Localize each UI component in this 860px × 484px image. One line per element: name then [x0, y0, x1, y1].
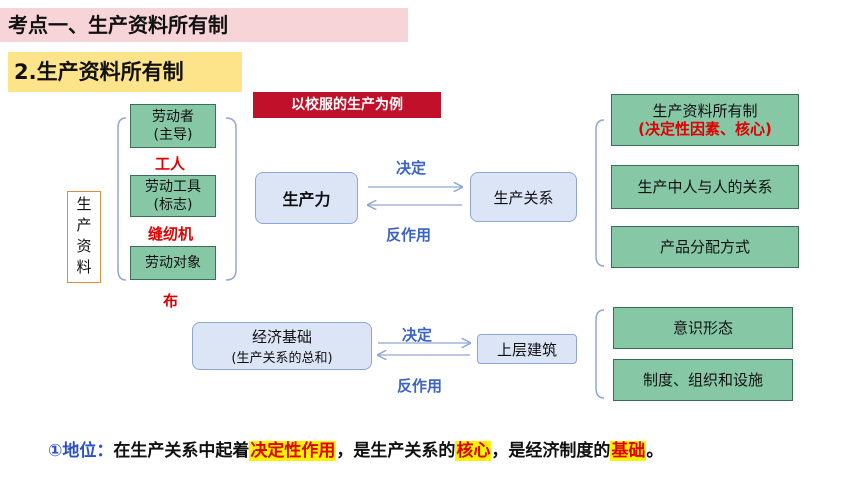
- object-box: 劳动对象: [130, 246, 216, 280]
- section-title: 考点一、生产资料所有制: [0, 8, 408, 42]
- people-relations-box: 生产中人与人的关系: [611, 165, 799, 209]
- tool-box: 劳动工具 (标志): [130, 175, 216, 217]
- decide-label: 决定: [396, 159, 427, 177]
- means-of-production-label: 生 产 资 料: [67, 191, 101, 283]
- bracket-right-lower: [595, 309, 605, 399]
- react-label: 反作用: [386, 226, 432, 244]
- laborer-box: 劳动者 (主导): [130, 104, 216, 148]
- bracket-left-inner: [117, 117, 127, 281]
- ownership-box: 生产资料所有制 (决定性因素、核心): [611, 94, 799, 146]
- example-sewing-machine: 缝纫机: [148, 225, 194, 243]
- bracket-right: [595, 119, 605, 267]
- example-label: 以校服的生产为例: [253, 92, 441, 118]
- subsection-title: 2.生产资料所有制: [8, 52, 242, 92]
- distribution-box: 产品分配方式: [611, 226, 799, 268]
- economic-base-box: 经济基础 (生产关系的总和): [192, 322, 372, 370]
- ideology-box: 意识形态: [613, 307, 793, 349]
- relations-box: 生产关系: [470, 172, 577, 222]
- bracket-left-outer: [225, 117, 237, 281]
- productivity-box: 生产力: [255, 172, 358, 224]
- decide-label-lower: 决定: [402, 326, 433, 344]
- position-statement: ①地位：在生产关系中起着决定性作用，是生产关系的核心，是经济制度的基础。: [48, 441, 664, 461]
- institutions-box: 制度、组织和设施: [613, 359, 793, 401]
- example-cloth: 布: [163, 292, 179, 310]
- example-worker: 工人: [155, 155, 186, 173]
- react-label-lower: 反作用: [397, 377, 443, 395]
- superstructure-box: 上层建筑: [477, 334, 577, 364]
